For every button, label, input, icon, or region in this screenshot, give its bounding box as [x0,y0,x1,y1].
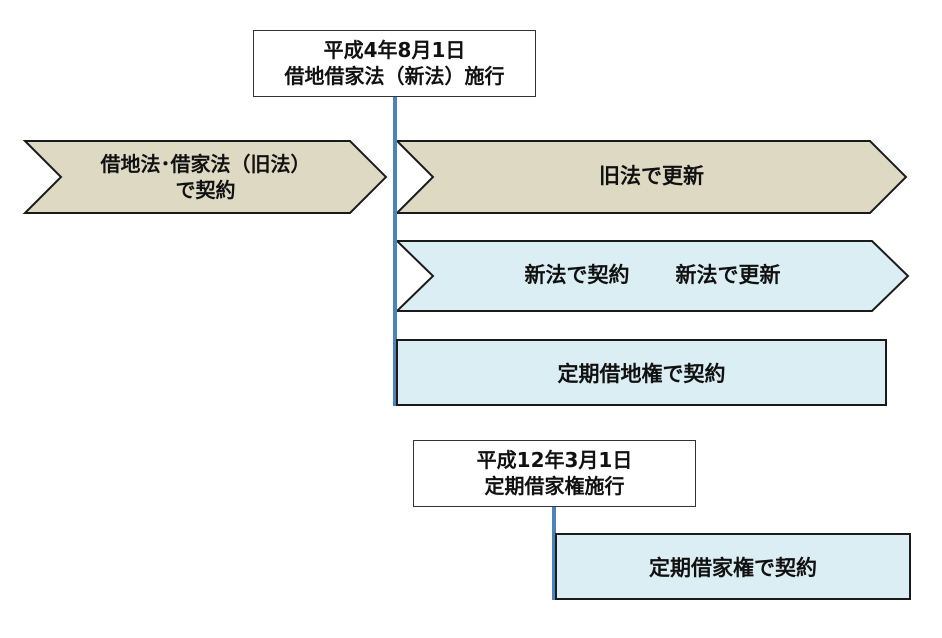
fixed-term-lease-title: 定期借家権施行 [484,473,625,498]
old-contract-chevron [22,140,388,214]
fixed-land-lease-label: 定期借地権で契約 [557,361,726,386]
new-law-date: 平成4年8月1日 [323,37,466,62]
new-law-chevron [394,240,910,312]
fixed-term-lease-date: 平成12年3月1日 [476,447,633,472]
old-renewal-chevron [394,140,908,214]
new-law-title: 借地借家法（新法）施行 [284,63,505,88]
fixed-house-lease-box: 定期借家権で契約 [555,533,911,600]
fixed-house-lease-label: 定期借家権で契約 [649,555,817,580]
new-law-callout: 平成4年8月1日 借地借家法（新法）施行 [253,30,536,97]
fixed-land-lease-box: 定期借地権で契約 [396,339,887,406]
fixed-term-lease-callout: 平成12年3月1日 定期借家権施行 [413,440,696,507]
